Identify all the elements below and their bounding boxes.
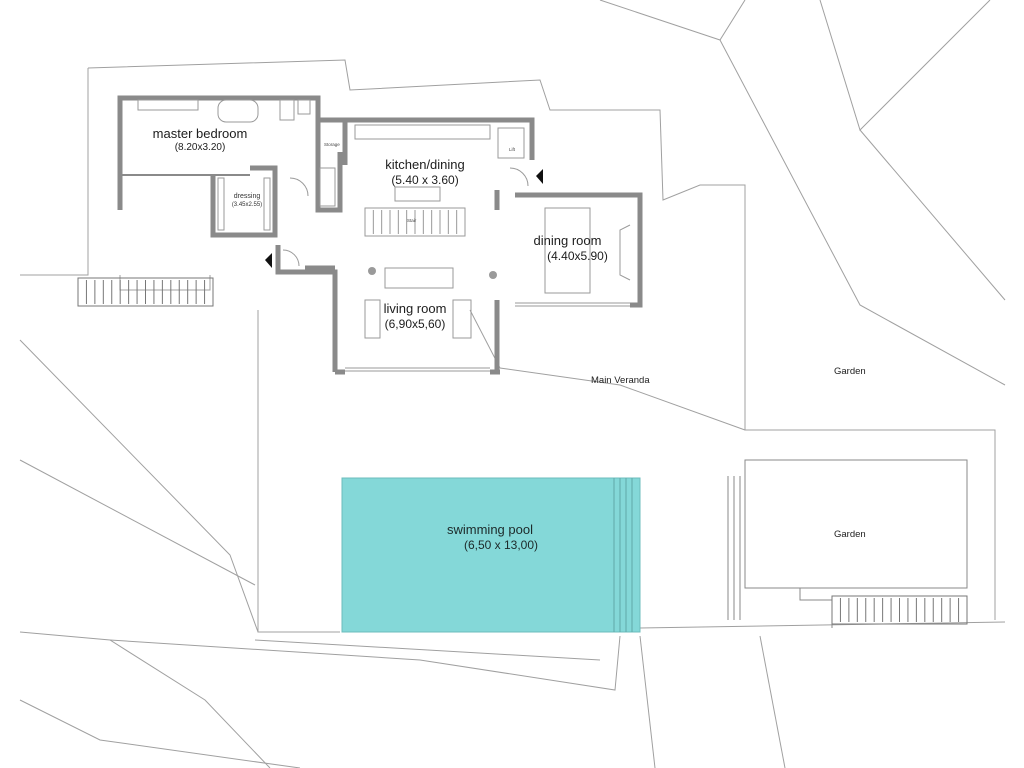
master-bedroom-label: master bedroom (8.20x3.20) bbox=[140, 126, 260, 155]
lift-label: Lift bbox=[509, 147, 516, 152]
dining-room-name: dining room bbox=[533, 233, 602, 248]
kitchen-label: kitchen/dining (5.40 x 3.60) bbox=[365, 157, 485, 188]
kitchen-size: (5.40 x 3.60) bbox=[391, 173, 459, 188]
living-room-label: living room (6,90x5,60) bbox=[360, 301, 470, 332]
columns bbox=[368, 267, 497, 279]
steps-right bbox=[831, 595, 968, 625]
master-bedroom-size: (8.20x3.20) bbox=[174, 142, 226, 154]
garden-top-label: Garden bbox=[834, 366, 866, 377]
dressing-size: (3.45x2.55) bbox=[231, 201, 263, 208]
stair-label: Stair bbox=[407, 218, 417, 223]
swimming-pool-size: (6,50 x 13,00) bbox=[463, 538, 539, 553]
dressing-label: dressing (3.45x2.55) bbox=[224, 193, 270, 209]
living-room-name: living room bbox=[383, 301, 447, 316]
house-walls bbox=[117, 95, 643, 375]
master-bedroom-name: master bedroom bbox=[152, 126, 248, 141]
garden-bottom-label: Garden bbox=[834, 529, 866, 540]
garden-plot-bottom bbox=[727, 459, 968, 628]
site-boundary-lines bbox=[19, 0, 1006, 768]
swimming-pool-label: swimming pool (6,50 x 13,00) bbox=[425, 522, 555, 553]
main-veranda-label: Main Veranda bbox=[591, 375, 650, 386]
dressing-name: dressing bbox=[233, 193, 261, 200]
swimming-pool-name: swimming pool bbox=[447, 522, 533, 537]
dining-room-size: (4.40x5.90) bbox=[547, 249, 608, 264]
steps-left bbox=[77, 277, 214, 307]
storage-label: Storage bbox=[324, 142, 340, 147]
dining-room-label: dining room (4.40x5.90) bbox=[515, 233, 620, 264]
kitchen-name: kitchen/dining bbox=[385, 157, 465, 172]
interior-details bbox=[137, 99, 631, 372]
entry-arrows bbox=[265, 169, 543, 268]
living-room-size: (6,90x5,60) bbox=[384, 317, 446, 332]
swimming-pool bbox=[341, 477, 641, 633]
